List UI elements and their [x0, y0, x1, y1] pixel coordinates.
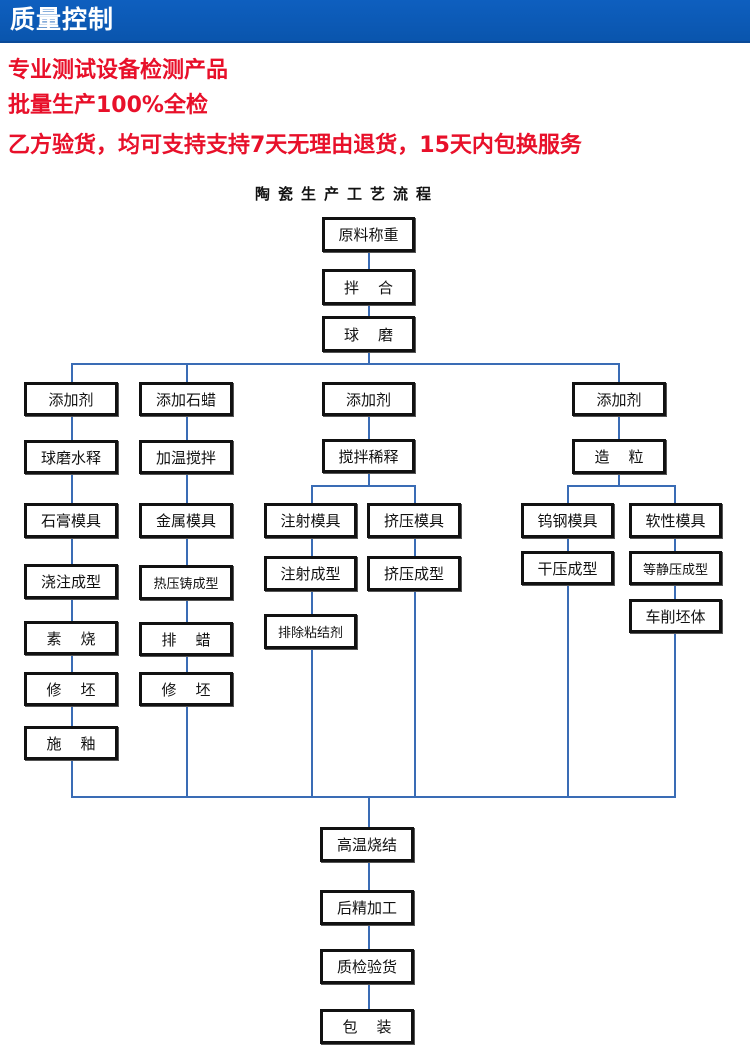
connector [368, 303, 370, 317]
b1-fettling: 修 坯 [24, 672, 118, 706]
b4-granulation: 造 粒 [572, 439, 666, 474]
connector [71, 363, 73, 383]
connector [186, 363, 188, 383]
step-raw-material-weighing: 原料称重 [322, 217, 415, 252]
connector [618, 414, 620, 439]
b3-debinding: 排除粘结剂 [264, 614, 357, 649]
promo-line-inspection: 批量生产100%全检 [8, 93, 208, 118]
connector [71, 363, 620, 365]
connector [414, 485, 416, 798]
b3-injection-mold: 注射模具 [264, 503, 357, 538]
promo-line-returns: 乙方验货，均可支持支持7天无理由退货，15天内包换服务 [8, 133, 582, 158]
b4-dry-pressing: 干压成型 [521, 551, 614, 585]
connector [567, 485, 569, 798]
connector [368, 471, 370, 486]
connector [567, 485, 676, 487]
connector [186, 414, 188, 798]
step-packaging: 包 装 [320, 1009, 414, 1044]
b2-hot-die-casting: 热压铸成型 [139, 565, 233, 600]
b4-isostatic-pressing: 等静压成型 [629, 551, 722, 585]
b1-milling-dilution: 球磨水释 [24, 440, 118, 474]
b4-additive: 添加剂 [572, 382, 666, 416]
b3-additive: 添加剂 [322, 382, 415, 416]
connector [368, 250, 370, 270]
connector [368, 414, 370, 439]
step-ball-milling: 球 磨 [322, 316, 415, 352]
b1-glazing: 施 釉 [24, 726, 118, 760]
step-mixing: 拌 合 [322, 269, 415, 305]
b2-dewaxing: 排 蜡 [139, 622, 233, 656]
b1-bisque-firing: 素 烧 [24, 621, 118, 655]
connector [618, 472, 620, 486]
b3-extrusion-mold: 挤压模具 [367, 503, 461, 538]
b2-fettling: 修 坯 [139, 672, 233, 706]
connector [368, 350, 370, 365]
b4-green-machining: 车削坯体 [629, 599, 722, 633]
connector [674, 485, 676, 798]
connector [71, 414, 73, 798]
step-high-temp-sintering: 高温烧结 [320, 827, 414, 862]
b4-flexible-mold: 软性模具 [629, 503, 722, 538]
b2-add-paraffin: 添加石蜡 [139, 382, 233, 416]
flowchart-title: 陶瓷生产工艺流程 [255, 185, 440, 203]
b2-metal-mold: 金属模具 [139, 503, 233, 538]
header-title: 质量控制 [10, 5, 115, 34]
b3-injection-molding: 注射成型 [264, 556, 357, 591]
b1-slip-casting: 浇注成型 [24, 564, 118, 599]
connector [71, 796, 676, 798]
b3-extrusion-molding: 挤压成型 [367, 556, 461, 591]
step-quality-inspection: 质检验货 [320, 949, 414, 984]
promo-line-testing: 专业测试设备检测产品 [8, 58, 229, 83]
connector [618, 363, 620, 383]
b1-plaster-mold: 石膏模具 [24, 503, 118, 538]
header-band: 质量控制 [0, 0, 750, 43]
b4-carbide-mold: 钨钢模具 [521, 503, 614, 538]
step-finishing: 后精加工 [320, 890, 414, 925]
b1-additive: 添加剂 [24, 382, 118, 416]
connector [311, 485, 416, 487]
b2-heat-stirring: 加温搅拌 [139, 440, 233, 474]
b3-stir-dilute: 搅拌稀释 [322, 439, 415, 473]
